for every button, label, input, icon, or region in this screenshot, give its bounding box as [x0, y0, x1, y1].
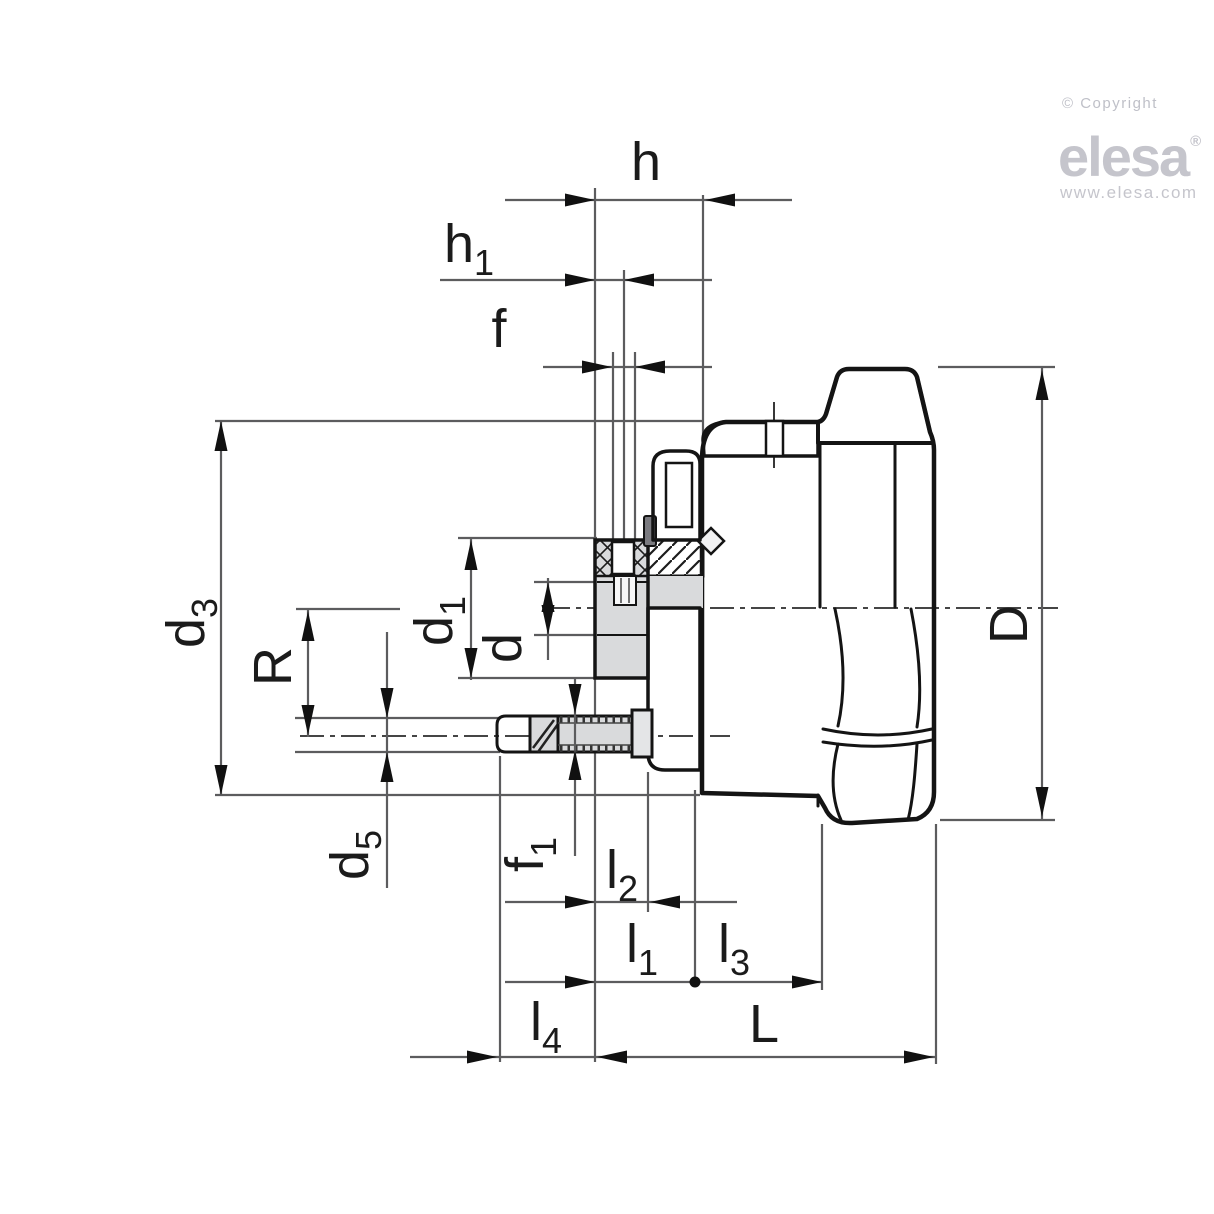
- shaft-end-cap: [495, 714, 532, 754]
- dim-label-l4: l4: [530, 992, 562, 1061]
- flange-disc-gray: [648, 576, 703, 608]
- dim-label-d3: d3: [156, 598, 225, 648]
- slot-diagonal: [536, 723, 560, 753]
- dim-label-h: h: [631, 132, 661, 192]
- front-band-hatch: [701, 420, 820, 458]
- dim-label-L: L: [749, 994, 779, 1054]
- dimension-d1: d1: [404, 538, 478, 680]
- dim-label-d: d: [473, 633, 533, 663]
- dim-label-R: R: [243, 647, 303, 686]
- cap-hatch: [651, 449, 702, 542]
- band-slot: [764, 419, 785, 458]
- cap-window: [664, 461, 694, 529]
- dimension-D: D: [979, 367, 1049, 820]
- brand-url: www.elesa.com: [1059, 183, 1198, 202]
- dim-label-d5: d5: [320, 830, 389, 880]
- slot-diagonal: [532, 719, 555, 749]
- dimension-h: h: [505, 132, 792, 207]
- flange-bushing: [593, 515, 726, 772]
- handle-shaft: [495, 708, 654, 759]
- dimension-d3: d3: [156, 421, 228, 795]
- retaining-ring: [696, 526, 726, 556]
- front-cap: [651, 449, 702, 542]
- grip-hump-hatch: [816, 367, 935, 445]
- dimension-l1-l3: l1 l3: [505, 914, 822, 989]
- dimension-f: f: [491, 299, 712, 374]
- dimension-d5: d5: [320, 632, 394, 888]
- copyright-text: © Copyright: [1062, 95, 1158, 112]
- dim-label-f1: f1: [495, 837, 564, 872]
- brand-logo: © Copyright elesa® www.elesa.com: [1058, 95, 1201, 202]
- flange-disc-hatch: [646, 538, 705, 578]
- hub-boss: [646, 606, 702, 772]
- dim-label-h1: h1: [444, 214, 494, 283]
- brand-name: elesa®: [1058, 125, 1201, 188]
- dimension-f1: f1: [495, 678, 582, 872]
- screw-hole-lower: [613, 575, 637, 606]
- dim-label-l2: l2: [606, 840, 638, 909]
- extension-lines: [215, 188, 1055, 1064]
- dimension-d: d: [473, 578, 555, 663]
- dimension-R: R: [243, 609, 315, 737]
- shaft-collar: [630, 708, 654, 759]
- dim-label-l1: l1: [626, 914, 658, 983]
- dim-label-d1: d1: [404, 596, 473, 646]
- dimension-l4-L: l4 L: [410, 992, 936, 1064]
- body-internal-lines: [701, 441, 935, 822]
- dim-label-l3: l3: [718, 914, 750, 983]
- screw-hole-upper: [610, 540, 636, 576]
- dimension-junction-dot: [689, 976, 701, 988]
- dimension-l2: l2: [505, 840, 737, 909]
- dim-label-D: D: [979, 605, 1039, 644]
- dim-label-f: f: [491, 299, 507, 359]
- dimension-h1: h1: [440, 214, 712, 287]
- knob-body: [699, 366, 937, 826]
